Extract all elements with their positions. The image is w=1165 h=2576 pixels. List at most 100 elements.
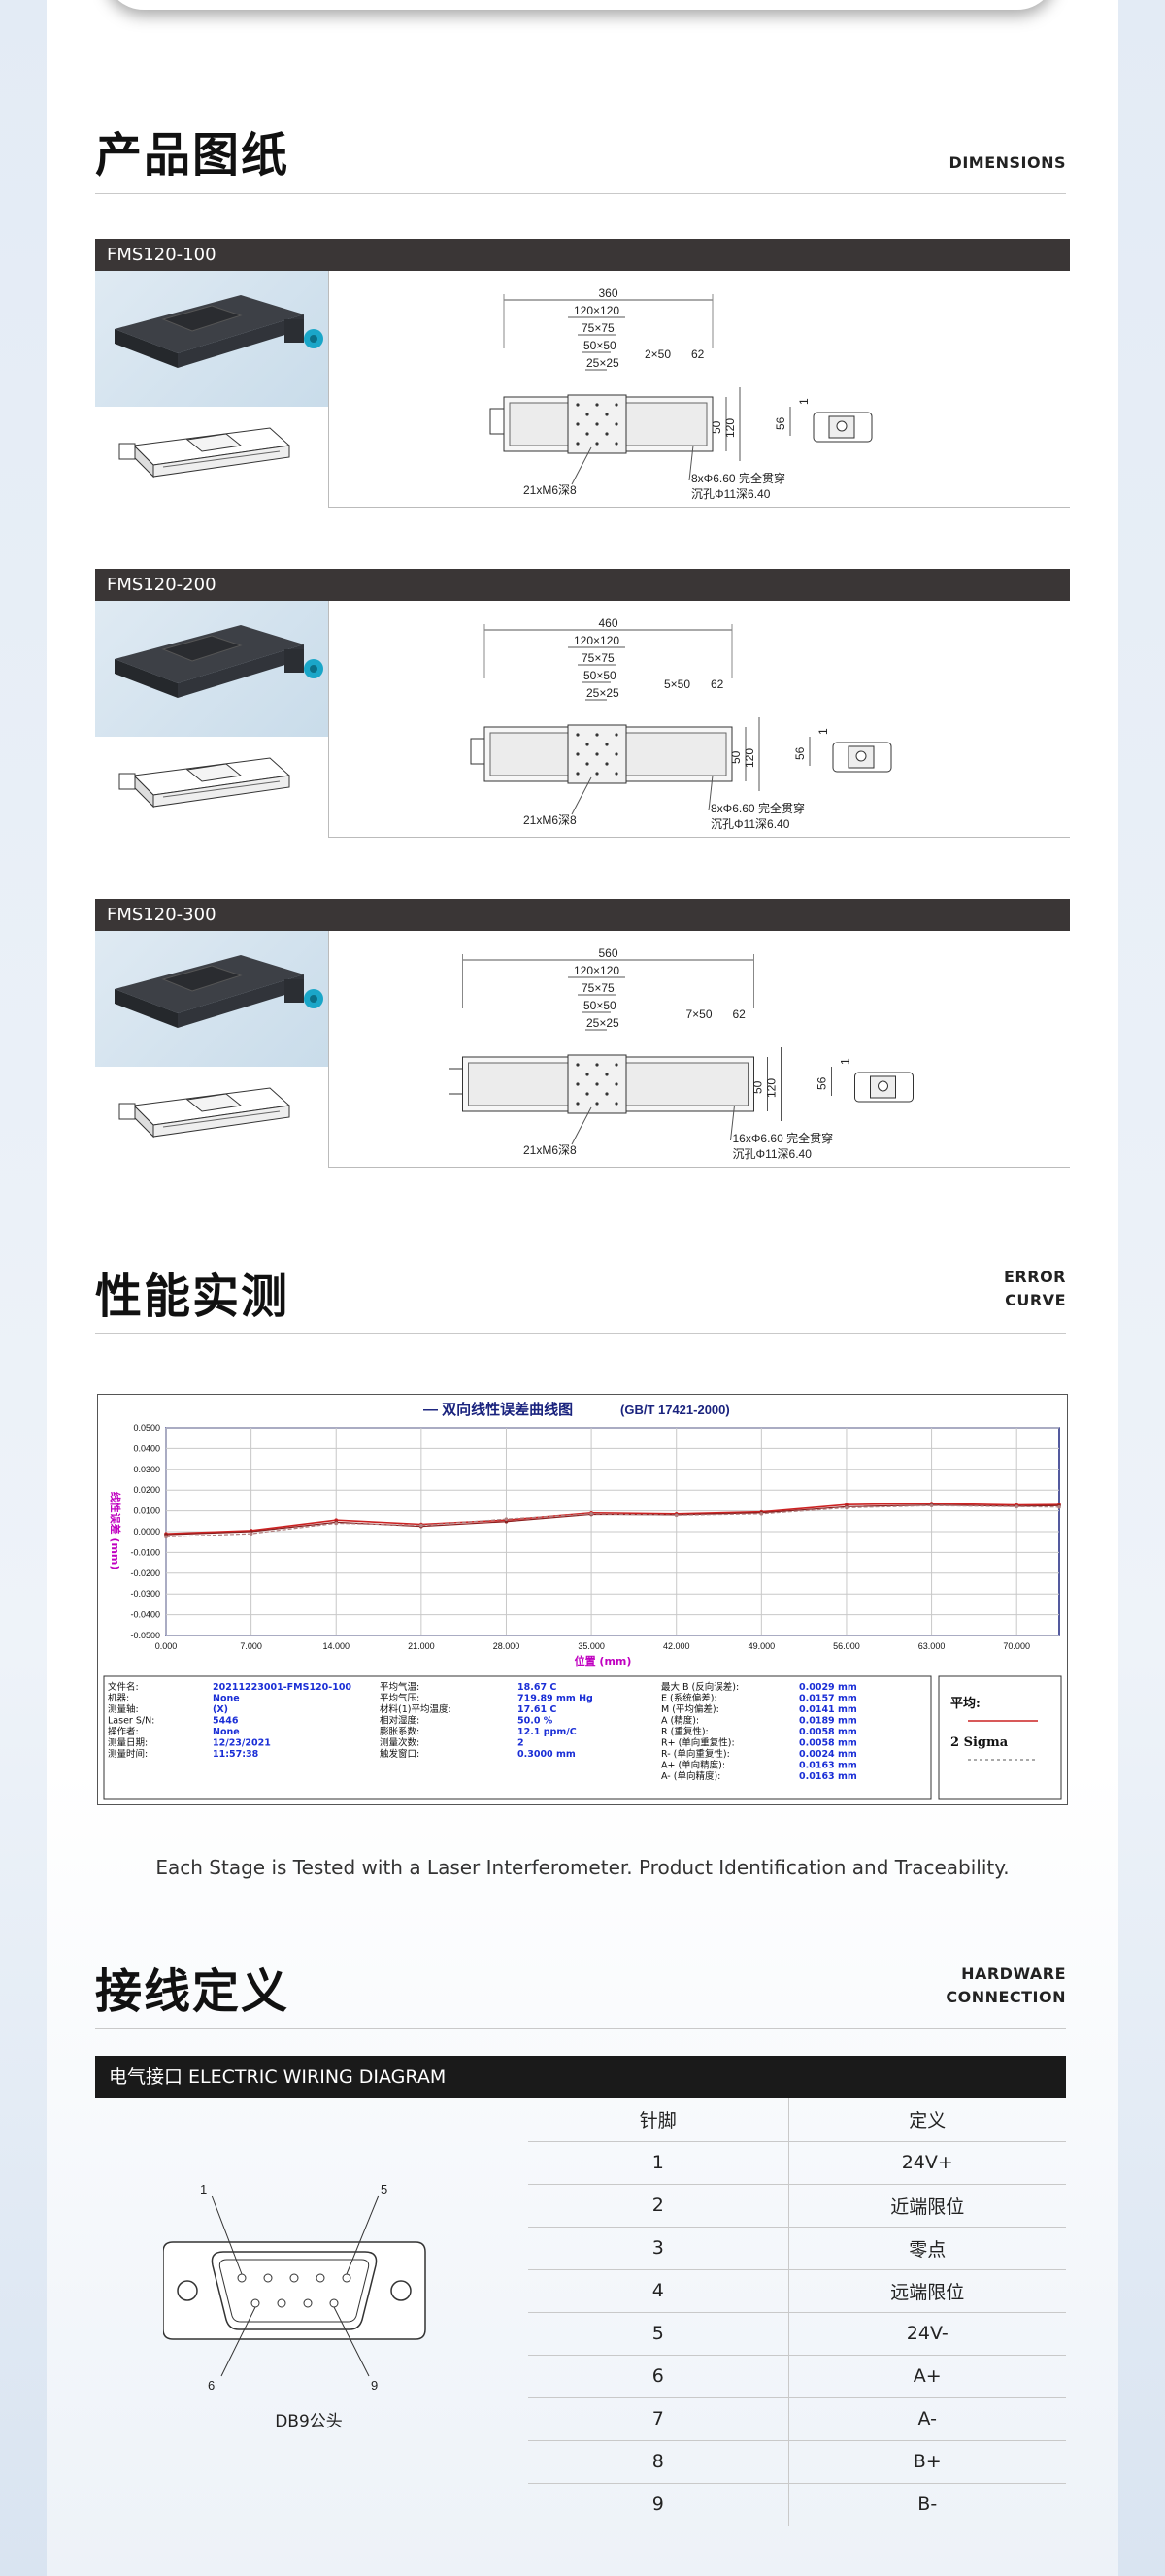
info-value: 20211223001-FMS120-100 — [213, 1682, 351, 1693]
connector-shell — [211, 2251, 378, 2330]
info-label: 操作者: — [108, 1726, 139, 1737]
dim-25: 25×25 — [586, 1016, 619, 1030]
wiring-diagram-bar: 电气接口 ELECTRIC WIRING DIAGRAM — [95, 2056, 1066, 2098]
model-block: FMS120-200 — [95, 569, 1070, 838]
info-value: 0.0029 mm — [799, 1682, 857, 1693]
info-value: 0.3000 mm — [517, 1749, 576, 1760]
pin-label-6: 6 — [208, 2378, 215, 2393]
connector-label: DB9公头 — [275, 2412, 343, 2431]
table-row: 8 B+ — [528, 2440, 1066, 2484]
model-body: 360 120×120 75×75 50×50 25×25 2×50 62 — [95, 271, 1070, 508]
pin-definition: 近端限位 — [788, 2184, 1066, 2228]
pin-definition: A- — [788, 2397, 1066, 2441]
x-tick-label: 49.000 — [749, 1641, 776, 1651]
technical-drawing: 360 120×120 75×75 50×50 25×25 2×50 62 — [489, 286, 873, 501]
mount-hole-left — [177, 2280, 198, 2301]
column-divider — [328, 271, 329, 508]
dim-side-56: 56 — [816, 1076, 829, 1090]
info-value: 50.0 % — [517, 1716, 553, 1727]
pin-number: 4 — [528, 2269, 789, 2313]
model-body: 560 120×120 75×75 50×50 25×25 7×50 62 — [95, 931, 1070, 1168]
dim-table: 120×120 — [574, 304, 619, 317]
dimensions-header: 产品图纸 DIMENSIONS — [95, 107, 1066, 194]
info-value: 0.0058 mm — [799, 1727, 857, 1737]
info-label: M (平均偏差): — [661, 1703, 719, 1715]
pin-number: 3 — [528, 2227, 789, 2270]
error-data-point — [1057, 1504, 1061, 1509]
x-tick-label: 7.000 — [240, 1641, 262, 1651]
counterbore-note: 沉孔Φ11深6.40 — [711, 817, 790, 831]
subtitle-line: CURVE — [1005, 1291, 1066, 1309]
info-label: 机器: — [108, 1693, 129, 1704]
x-tick-label: 70.000 — [1003, 1641, 1030, 1651]
leader-pin6 — [220, 2306, 256, 2377]
stage-photo-image — [115, 625, 323, 698]
info-value: 18.67 C — [517, 1682, 556, 1693]
y-tick-label: -0.0200 — [130, 1569, 160, 1578]
error-data-point — [674, 1513, 679, 1518]
hole-note: 8xΦ6.60 完全贯穿 — [711, 801, 805, 815]
info-label: A+ (单向精度): — [661, 1760, 725, 1771]
y-tick-label: -0.0500 — [130, 1631, 160, 1640]
info-value: 2 — [517, 1738, 524, 1749]
y-tick-label: 0.0400 — [133, 1443, 160, 1453]
dim-h120: 120 — [765, 1078, 779, 1098]
counterbore-note: 沉孔Φ11深6.40 — [691, 487, 771, 501]
dim-side-56: 56 — [793, 746, 807, 760]
dim-75: 75×75 — [582, 981, 615, 995]
section-subtitle: DIMENSIONS — [949, 153, 1066, 172]
info-value: None — [213, 1727, 240, 1737]
chart-title-standard: (GB/T 17421-2000) — [620, 1403, 730, 1417]
info-panel — [103, 1675, 932, 1800]
stage-photo-image — [115, 295, 323, 368]
info-label: 材料(1)平均温度: — [380, 1703, 451, 1715]
info-value: 0.0163 mm — [799, 1771, 857, 1782]
stage-sketch-image — [118, 757, 291, 809]
pin-number: 8 — [528, 2440, 789, 2484]
error-data-point — [504, 1517, 509, 1521]
subtitle-line: ERROR — [1004, 1268, 1066, 1286]
page: 产品图纸 DIMENSIONS FMS120-100 — [47, 0, 1118, 2576]
x-tick-label: 35.000 — [578, 1641, 605, 1651]
error-data-point — [249, 1532, 253, 1536]
x-tick-label: 42.000 — [663, 1641, 690, 1651]
info-value: 0.0058 mm — [799, 1738, 857, 1749]
hole-note: 8xΦ6.60 完全贯穿 — [691, 471, 785, 485]
dim-25: 25×25 — [586, 686, 619, 700]
pin-number: 1 — [528, 2141, 789, 2185]
previous-section-shadow — [105, 0, 1056, 10]
dim-side-1: 1 — [816, 728, 830, 735]
model-name-bar: FMS120-100 — [95, 239, 1070, 271]
product-line-drawing — [95, 1067, 328, 1168]
info-value: 12/23/2021 — [213, 1738, 271, 1749]
info-label: 相对湿度: — [380, 1715, 419, 1727]
product-photo — [95, 601, 328, 737]
dim-50: 50×50 — [583, 669, 616, 682]
pin-number: 5 — [528, 2312, 789, 2356]
info-value: 11:57:38 — [213, 1749, 259, 1760]
info-label: 测量时间: — [108, 1748, 148, 1760]
leader-pin9 — [333, 2306, 370, 2377]
y-axis-label: 线性误差 (mm) — [109, 1492, 122, 1570]
y-tick-label: 0.0300 — [133, 1465, 160, 1474]
error-data-point — [929, 1503, 934, 1508]
product-photo — [95, 271, 328, 407]
section-title: 产品图纸 — [95, 128, 290, 182]
info-label: 测量次数: — [380, 1737, 419, 1749]
info-value: 17.61 C — [517, 1704, 556, 1715]
info-value: 0.0189 mm — [799, 1716, 857, 1727]
dim-h50: 50 — [729, 750, 743, 764]
pin-definition: 远端限位 — [788, 2269, 1066, 2313]
y-tick-label: 0.0200 — [133, 1485, 160, 1495]
info-label: 测量日期: — [108, 1738, 148, 1749]
info-value: 12.1 ppm/C — [517, 1727, 577, 1737]
pin-number: 7 — [528, 2397, 789, 2441]
pin-definition: A+ — [788, 2355, 1066, 2398]
dim-h50: 50 — [751, 1080, 765, 1094]
table-header-row: 针脚 定义 — [528, 2098, 1066, 2142]
info-label: E (系统偏差): — [661, 1693, 717, 1704]
table-row: 4 远端限位 — [528, 2269, 1066, 2313]
dim-overall: 360 — [599, 286, 618, 300]
header-pin: 针脚 — [528, 2098, 789, 2142]
